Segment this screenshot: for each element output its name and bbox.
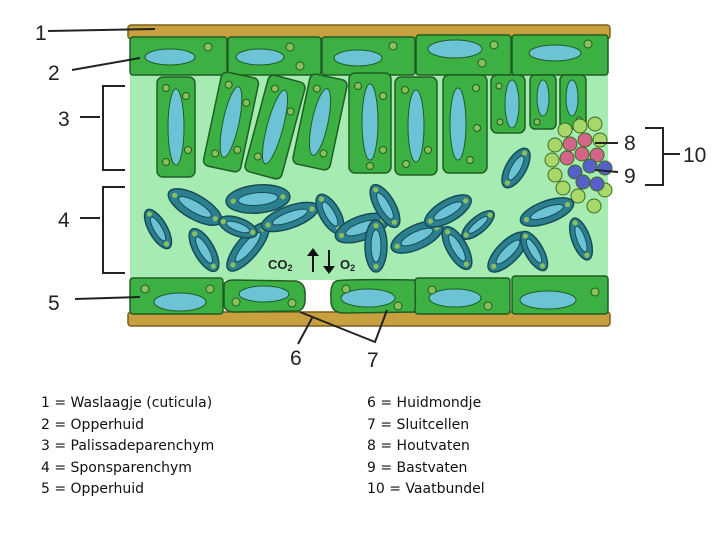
- label-8: 8: [624, 132, 636, 155]
- spongy-cell: [225, 184, 291, 214]
- guard-cells: [223, 278, 417, 314]
- spongy-cell: [568, 217, 594, 261]
- spongy-cell: [188, 227, 220, 273]
- spongy-cell: [461, 210, 495, 240]
- legend-item: 3 = Palissadeparenchym: [41, 438, 215, 454]
- label-9: 9: [624, 165, 636, 188]
- label-7: 7: [367, 349, 379, 372]
- spongy-cell: [519, 197, 575, 227]
- o2-label: O2: [340, 257, 355, 273]
- legend-item: 6 = Huidmondje: [367, 395, 482, 411]
- xylem-cells: [559, 132, 605, 166]
- label-10: 10: [683, 144, 706, 167]
- leader-lines: [47, 28, 680, 345]
- phloem-cells: [567, 158, 613, 192]
- spongy-cell: [501, 147, 531, 189]
- legend-item: 4 = Sponsparenchym: [41, 459, 192, 476]
- legend-item: 8 = Houtvaten: [367, 438, 470, 454]
- vascular-bundle: [544, 116, 613, 214]
- legend-item: 7 = Sluitcellen: [367, 416, 470, 433]
- spongy-cell: [441, 225, 473, 271]
- upper-epidermis: [129, 34, 609, 76]
- label-6: 6: [290, 347, 302, 370]
- arrow-up-icon: [307, 248, 319, 256]
- spongy-cell: [226, 222, 270, 272]
- legend-item: 2 = Opperhuid: [41, 416, 144, 433]
- spongy-cell: [519, 230, 549, 272]
- legend-item: 10 = Vaatbundel: [367, 481, 485, 497]
- spongy-cell: [364, 219, 388, 273]
- spongy-cell: [167, 188, 223, 226]
- spongy-cell: [315, 193, 345, 235]
- arrow-down-icon: [323, 266, 335, 274]
- legend-right: 6 = Huidmondje 7 = Sluitcellen 8 = Houtv…: [367, 393, 485, 501]
- legend-item: 5 = Opperhuid: [41, 481, 144, 497]
- legend-item: 9 = Bastvaten: [367, 459, 468, 476]
- lower-epidermis: [129, 275, 609, 315]
- label-1: 1: [35, 22, 47, 45]
- label-3: 3: [58, 108, 70, 131]
- spongy-cell: [424, 194, 472, 228]
- co2-label: CO2: [268, 257, 293, 273]
- palisade-parenchyma: [156, 71, 587, 180]
- spongy-cell: [218, 215, 258, 239]
- spongy-parenchyma: [143, 147, 594, 273]
- spongy-cell: [369, 183, 401, 229]
- legend-item: 1 = Waslaagje (cuticula): [41, 395, 213, 411]
- legend-left: 1 = Waslaagje (cuticula) 2 = Opperhuid 3…: [41, 393, 214, 501]
- label-4: 4: [58, 209, 70, 232]
- spongy-cell: [143, 208, 173, 250]
- leaf-cross-section-diagram: CO2 O2: [35, 22, 706, 372]
- label-5: 5: [48, 292, 60, 315]
- gas-exchange: CO2 O2: [268, 248, 355, 274]
- label-2: 2: [48, 62, 60, 85]
